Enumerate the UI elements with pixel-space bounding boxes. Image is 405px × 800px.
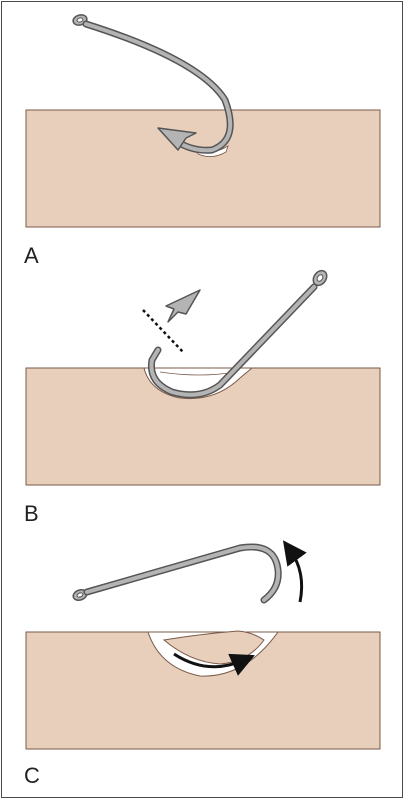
fishhook-icon — [72, 543, 282, 604]
panel-a — [25, 14, 381, 228]
track-arrow — [173, 652, 255, 676]
panel-label-c: C — [24, 763, 40, 788]
panel-label-a: A — [24, 243, 39, 268]
fishhook-icon — [147, 269, 328, 399]
skin-block-a — [25, 109, 381, 228]
rotate-arrow — [282, 540, 307, 603]
fishhook-icon — [72, 14, 234, 154]
cut-barb-icon — [165, 289, 201, 323]
panel-b — [25, 269, 381, 486]
panel-c — [25, 540, 381, 750]
panel-label-b: B — [24, 501, 39, 526]
cut-line — [142, 309, 184, 353]
